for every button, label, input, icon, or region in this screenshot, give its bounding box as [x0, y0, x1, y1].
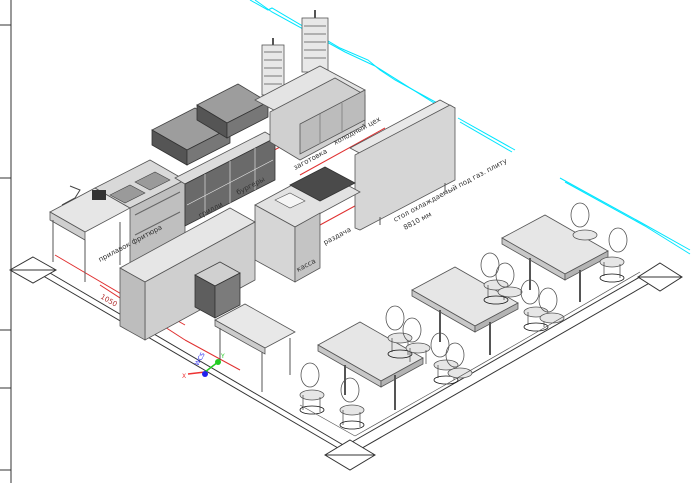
chair[interactable] [445, 342, 473, 379]
ucs-icon: WCS X Y [182, 351, 225, 380]
dining-table-1[interactable] [317, 321, 424, 410]
cashier-counter[interactable] [254, 166, 361, 283]
chair[interactable] [570, 202, 598, 241]
grill-cabinets[interactable] [174, 131, 276, 227]
label-station-service: раздача [322, 226, 352, 247]
service-table[interactable] [214, 303, 296, 392]
wall-lines [249, 0, 691, 255]
dining-floor-lines [299, 271, 641, 437]
chair[interactable] [480, 252, 509, 305]
chair[interactable] [599, 227, 628, 283]
chair[interactable] [402, 317, 431, 364]
viewport-left-border [0, 0, 12, 483]
dining-table-2[interactable] [411, 266, 519, 355]
section-marker-left [8, 256, 58, 284]
chair[interactable] [538, 287, 565, 324]
section-marker-right [637, 262, 683, 292]
chairs [299, 202, 628, 430]
section-marker-bottom [324, 439, 376, 471]
chair[interactable] [430, 332, 459, 385]
ucs-label: WCS [194, 351, 207, 367]
chair[interactable] [520, 279, 549, 332]
vertical-broiler-right[interactable] [301, 10, 329, 73]
dining-table-3[interactable] [501, 214, 609, 302]
ucs-axis-x: X [182, 373, 186, 380]
ucs-axis-y: Y [220, 353, 225, 360]
prep-station-tall-unit[interactable] [349, 99, 456, 231]
broiler-base-counter[interactable] [254, 65, 366, 161]
grill-plates[interactable] [151, 83, 269, 166]
display-case[interactable] [194, 261, 241, 319]
chair[interactable] [385, 305, 413, 359]
chair[interactable] [299, 362, 325, 415]
floor-boundary [32, 265, 661, 456]
chair[interactable] [495, 262, 523, 298]
chair[interactable] [339, 377, 365, 430]
